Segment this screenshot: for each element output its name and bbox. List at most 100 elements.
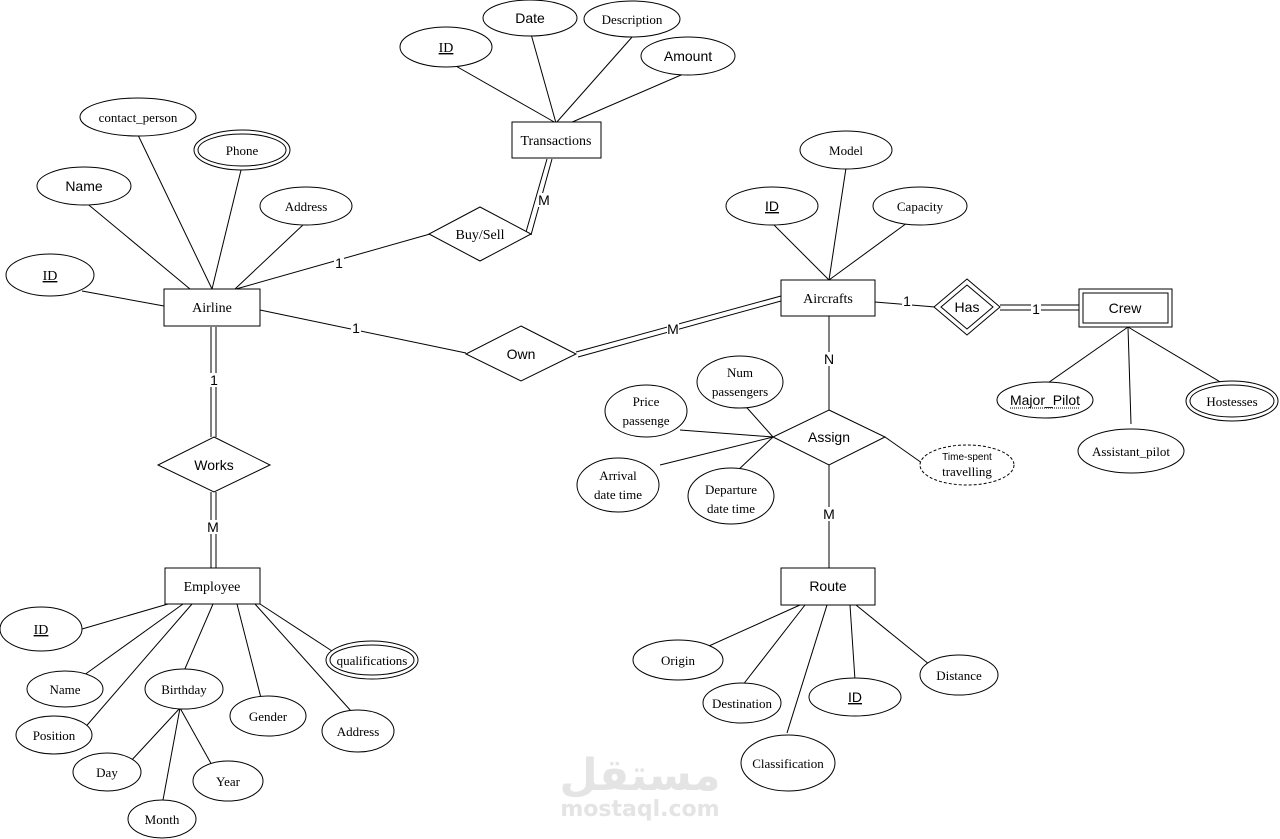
relationship-label: Assign xyxy=(808,429,850,445)
attr-employee-day[interactable]: Day xyxy=(72,752,142,792)
attr-assign-departure[interactable]: Departure date time xyxy=(687,467,775,525)
attr-label: Classification xyxy=(752,756,824,771)
entity-label: Airline xyxy=(192,301,232,316)
cardinality-label: 1 xyxy=(1032,301,1040,317)
attr-employee-gender[interactable]: Gender xyxy=(229,695,307,737)
attr-transactions-description[interactable]: Description xyxy=(583,0,681,38)
attr-label: Gender xyxy=(249,709,288,724)
attr-label: Capacity xyxy=(897,199,944,214)
attr-employee-month[interactable]: Month xyxy=(127,799,197,839)
attr-label: Month xyxy=(145,812,180,827)
attr-airline-contact-person[interactable]: contact_person xyxy=(79,97,197,137)
attr-employee-name[interactable]: Name xyxy=(26,670,104,708)
attr-assign-arrival[interactable]: Arrival date time xyxy=(576,457,660,513)
attr-crew-major-pilot[interactable]: Major_Pilot xyxy=(996,381,1094,419)
attr-employee-id[interactable]: ID xyxy=(0,606,83,652)
attr-label: ID xyxy=(765,198,779,214)
cardinality-label: 1 xyxy=(903,293,911,309)
attr-label: Phone xyxy=(226,143,259,158)
attr-label: Birthday xyxy=(161,682,207,697)
attr-assign-num-passengers[interactable]: Num passengers xyxy=(696,355,784,409)
relationship-label: Own xyxy=(507,346,536,362)
attr-label: Major_Pilot xyxy=(1010,392,1080,408)
attr-route-classification[interactable]: Classification xyxy=(740,734,836,792)
cardinality-label: 1 xyxy=(335,255,343,271)
attr-label: Amount xyxy=(664,48,712,64)
attr-assign-time-spent[interactable]: Time-spent travelling xyxy=(919,444,1015,486)
attr-assign-price[interactable]: Price passenge xyxy=(604,384,688,438)
entity-label: Transactions xyxy=(520,134,591,149)
attr-employee-position[interactable]: Position xyxy=(15,715,93,755)
attr-label: Name xyxy=(65,178,103,194)
attr-label: Year xyxy=(216,774,241,789)
attr-route-origin[interactable]: Origin xyxy=(632,639,724,681)
attr-crew-assistant-pilot[interactable]: Assistant_pilot xyxy=(1077,428,1185,474)
relationship-works[interactable]: Works xyxy=(156,436,272,493)
cardinality-label: N xyxy=(824,351,834,367)
attr-aircrafts-model[interactable]: Model xyxy=(799,130,893,170)
entity-airline[interactable]: Airline xyxy=(163,288,261,327)
entity-label: Crew xyxy=(1109,300,1143,316)
attr-employee-qualifications[interactable]: qualifications xyxy=(325,640,419,680)
relationship-own[interactable]: Own xyxy=(464,325,578,382)
attr-label: Time-spent xyxy=(942,452,992,463)
entity-label: Aircrafts xyxy=(803,292,853,307)
entity-transactions[interactable]: Transactions xyxy=(511,121,602,159)
cardinality-label: 1 xyxy=(210,372,218,388)
attr-label: contact_person xyxy=(99,110,178,125)
attr-label: Destination xyxy=(712,696,772,711)
attr-employee-year[interactable]: Year xyxy=(192,760,264,802)
attr-aircrafts-id[interactable]: ID xyxy=(725,186,819,226)
entity-label: Employee xyxy=(184,580,241,595)
attr-label: Arrival xyxy=(599,468,637,483)
attr-label: Distance xyxy=(936,668,982,683)
relationship-assign[interactable]: Assign xyxy=(771,409,887,466)
attr-label: qualifications xyxy=(337,653,408,668)
relationship-has[interactable]: Has xyxy=(933,278,1001,336)
attr-transactions-amount[interactable]: Amount xyxy=(640,36,736,76)
watermark-arabic: مستقل xyxy=(560,750,721,801)
attr-label: Day xyxy=(96,765,118,780)
attr-transactions-id[interactable]: ID xyxy=(399,26,493,68)
entity-route[interactable]: Route xyxy=(780,567,876,606)
watermark: مستقل mostaql.com xyxy=(560,750,721,822)
cardinality-labels: M 1 1 M 1 1 1 M N M xyxy=(207,192,1041,535)
connector-lines xyxy=(79,33,1223,801)
relationship-label: Has xyxy=(955,299,980,315)
entity-crew[interactable]: Crew xyxy=(1078,288,1173,328)
attr-label: Departure xyxy=(705,482,757,497)
attr-label: Origin xyxy=(661,653,695,668)
attr-label: passenge xyxy=(623,413,670,428)
entity-label: Route xyxy=(809,578,847,594)
entity-aircrafts[interactable]: Aircrafts xyxy=(780,279,876,317)
attr-route-distance[interactable]: Distance xyxy=(919,654,999,696)
cardinality-label: M xyxy=(207,519,219,535)
attr-employee-birthday[interactable]: Birthday xyxy=(144,668,224,710)
attr-airline-id[interactable]: ID xyxy=(5,253,95,297)
attr-airline-name[interactable]: Name xyxy=(36,166,132,206)
attr-label: passengers xyxy=(712,384,768,399)
attr-employee-address[interactable]: Address xyxy=(321,709,395,753)
entity-employee[interactable]: Employee xyxy=(164,567,261,605)
relationship-buy-sell[interactable]: Buy/Sell xyxy=(427,206,533,262)
attr-label: ID xyxy=(848,689,862,705)
cardinality-label: 1 xyxy=(352,320,360,336)
attr-label: ID xyxy=(34,623,49,638)
attr-label: travelling xyxy=(942,464,992,479)
attr-label: date time xyxy=(707,501,755,516)
relationship-label: Works xyxy=(194,457,233,473)
attr-route-id[interactable]: ID xyxy=(808,677,902,717)
attr-transactions-date[interactable]: Date xyxy=(482,0,578,37)
attr-label: Date xyxy=(515,10,545,26)
attr-airline-address[interactable]: Address xyxy=(259,186,353,226)
attr-label: Model xyxy=(829,143,863,158)
attr-label: Address xyxy=(285,199,328,214)
attr-route-destination[interactable]: Destination xyxy=(702,682,782,724)
attr-aircrafts-capacity[interactable]: Capacity xyxy=(872,186,968,226)
attr-label: Description xyxy=(602,12,663,27)
relationship-label: Buy/Sell xyxy=(455,228,504,243)
cardinality-label: M xyxy=(823,506,835,522)
attr-airline-phone[interactable]: Phone xyxy=(193,129,291,171)
attr-crew-hostesses[interactable]: Hostesses xyxy=(1185,380,1279,422)
